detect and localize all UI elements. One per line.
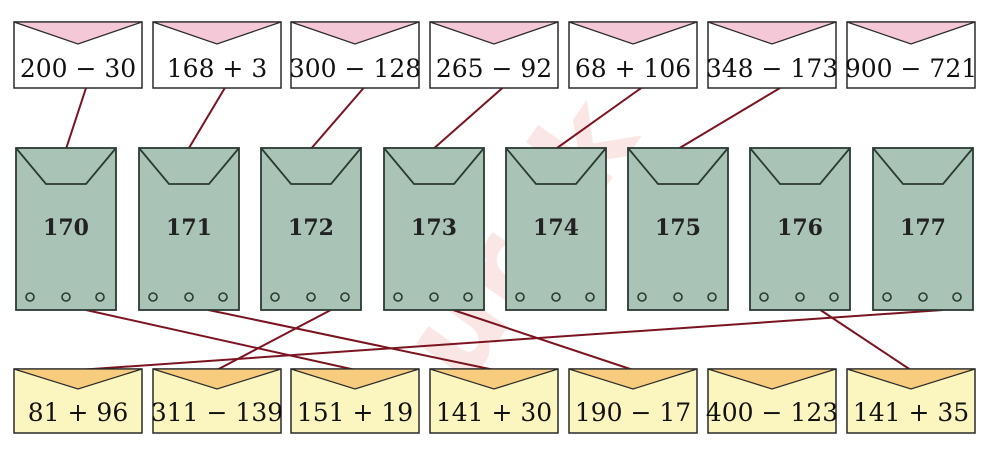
bottom-envelope-expression: 141 + 35 [853, 398, 969, 427]
bottom-envelope-expression: 151 + 19 [297, 398, 413, 427]
bottom-connector-line [452, 309, 634, 371]
card-number: 170 [43, 215, 89, 241]
number-card-6[interactable]: 176 [749, 147, 851, 311]
top-envelope-expression: 265 − 92 [436, 54, 552, 83]
bottom-connector-line [208, 309, 495, 371]
number-card-2[interactable]: 172 [260, 147, 362, 311]
top-envelope-1[interactable]: 168 + 3 [152, 21, 282, 89]
top-connector-line [65, 87, 87, 150]
bottom-connector-line [819, 309, 912, 371]
bottom-envelope-expression: 141 + 30 [436, 398, 552, 427]
card-number: 173 [411, 215, 457, 241]
bottom-envelope-2[interactable]: 151 + 19 [290, 368, 420, 434]
top-envelope-6[interactable]: 900 − 721 [845, 21, 977, 89]
number-card-1[interactable]: 171 [138, 147, 240, 311]
number-card-4[interactable]: 174 [505, 147, 607, 311]
top-envelope-expression: 168 + 3 [167, 54, 267, 83]
top-envelope-5[interactable]: 348 − 173 [706, 21, 838, 89]
bottom-connector-line [77, 309, 943, 371]
bottom-envelope-expression: 311 − 139 [151, 398, 283, 427]
number-card-0[interactable]: 170 [15, 147, 117, 311]
bottom-envelope-expression: 400 − 123 [706, 398, 838, 427]
number-card-7[interactable]: 177 [872, 147, 974, 311]
top-envelope-expression: 200 − 30 [20, 54, 136, 83]
card-number: 177 [900, 215, 946, 241]
top-envelope-3[interactable]: 265 − 92 [429, 21, 559, 89]
card-number: 172 [288, 215, 334, 241]
top-envelope-2[interactable]: 300 − 128 [289, 21, 421, 89]
card-number: 174 [533, 215, 579, 241]
bottom-connector-line [216, 309, 332, 371]
bottom-envelope-expression: 81 + 96 [28, 398, 128, 427]
number-card-5[interactable]: 175 [627, 147, 729, 311]
top-envelope-expression: 300 − 128 [289, 54, 421, 83]
bottom-envelope-1[interactable]: 311 − 139 [151, 368, 283, 434]
bottom-envelope-4[interactable]: 190 − 17 [568, 368, 698, 434]
card-number: 175 [655, 215, 701, 241]
top-connector-line [555, 87, 642, 150]
bottom-envelope-expression: 190 − 17 [575, 398, 691, 427]
top-connector-line [310, 87, 365, 150]
top-connector-line [187, 87, 226, 150]
bottom-connector-line [85, 309, 356, 371]
top-connector-line [432, 87, 504, 150]
bottom-envelope-6[interactable]: 141 + 35 [846, 368, 976, 434]
top-envelope-expression: 348 − 173 [706, 54, 838, 83]
connector-lines [65, 87, 943, 371]
top-envelope-0[interactable]: 200 − 30 [13, 21, 143, 89]
card-number: 176 [777, 215, 823, 241]
bottom-envelope-3[interactable]: 141 + 30 [429, 368, 559, 434]
card-number: 171 [166, 215, 212, 241]
top-envelope-expression: 68 + 106 [575, 54, 691, 83]
number-card-3[interactable]: 173 [383, 147, 485, 311]
bottom-envelope-0[interactable]: 81 + 96 [13, 368, 143, 434]
top-envelope-4[interactable]: 68 + 106 [568, 21, 698, 89]
bottom-envelope-5[interactable]: 400 − 123 [706, 368, 838, 434]
top-envelope-expression: 900 − 721 [845, 54, 977, 83]
top-connector-line [677, 87, 781, 150]
